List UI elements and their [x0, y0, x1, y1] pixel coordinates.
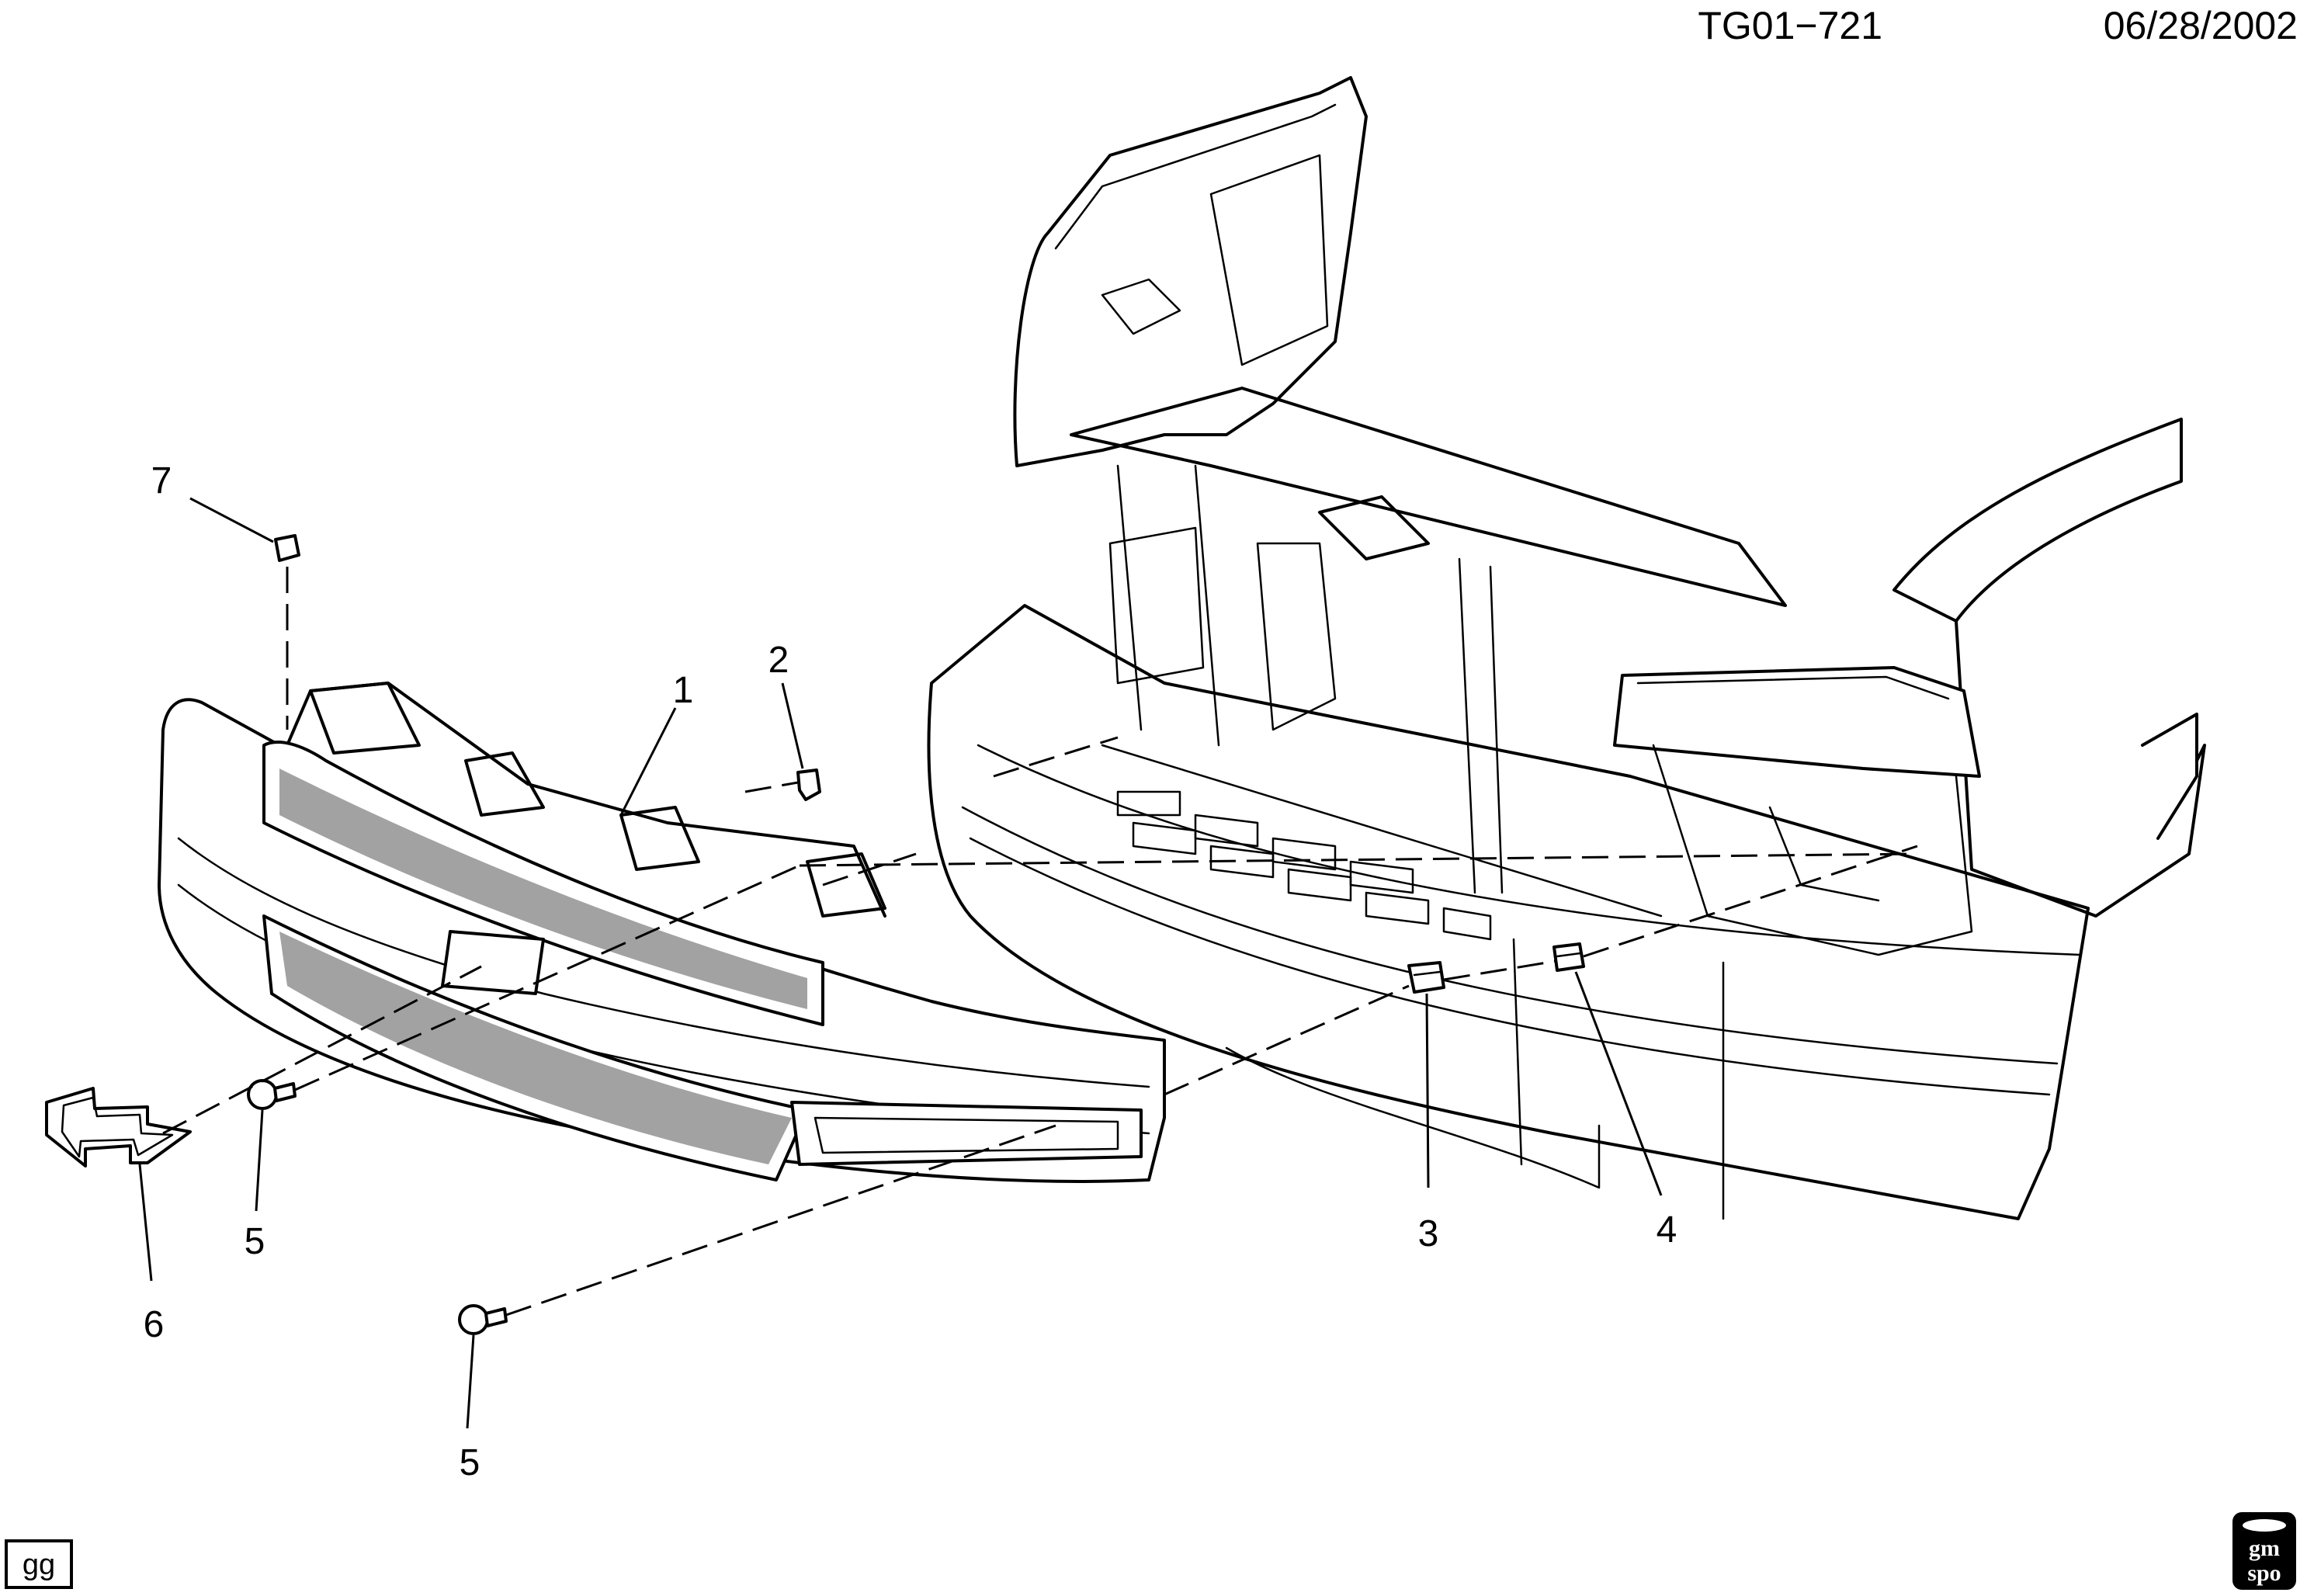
callout-5-lower: 5 [460, 1442, 480, 1483]
callout-2: 2 [768, 640, 789, 681]
callout-1: 1 [673, 670, 694, 711]
figure-date: 06/28/2002 [2104, 4, 2298, 47]
footer-box: gg [5, 1539, 73, 1589]
emblem-part-6 [45, 1087, 192, 1168]
alignment-lines [162, 567, 1918, 1317]
bolt-part-5-upper [247, 1079, 297, 1110]
logo-bottom-text: spo [2247, 1560, 2281, 1586]
clip-part-2 [796, 769, 821, 801]
vehicle-front-end [927, 76, 2206, 1220]
gm-spo-logo: gm spo [2232, 1512, 2296, 1590]
callout-7: 7 [151, 460, 172, 501]
figure-id: TG01−721 [1698, 4, 1882, 47]
nut-part-3 [1407, 961, 1445, 994]
grille-assembly [158, 682, 1166, 1183]
callout-3: 3 [1418, 1213, 1439, 1254]
footer-box-label: gg [23, 1549, 55, 1581]
nut-part-4 [1552, 942, 1585, 972]
bolt-part-5-lower [458, 1304, 508, 1335]
callout-4: 4 [1657, 1209, 1677, 1251]
logo-top-text: gm [2249, 1535, 2280, 1561]
callout-5-upper: 5 [245, 1221, 265, 1262]
leader-lines [138, 497, 1663, 1429]
retainer-clip-part-7 [274, 534, 300, 562]
callout-6: 6 [144, 1304, 165, 1345]
